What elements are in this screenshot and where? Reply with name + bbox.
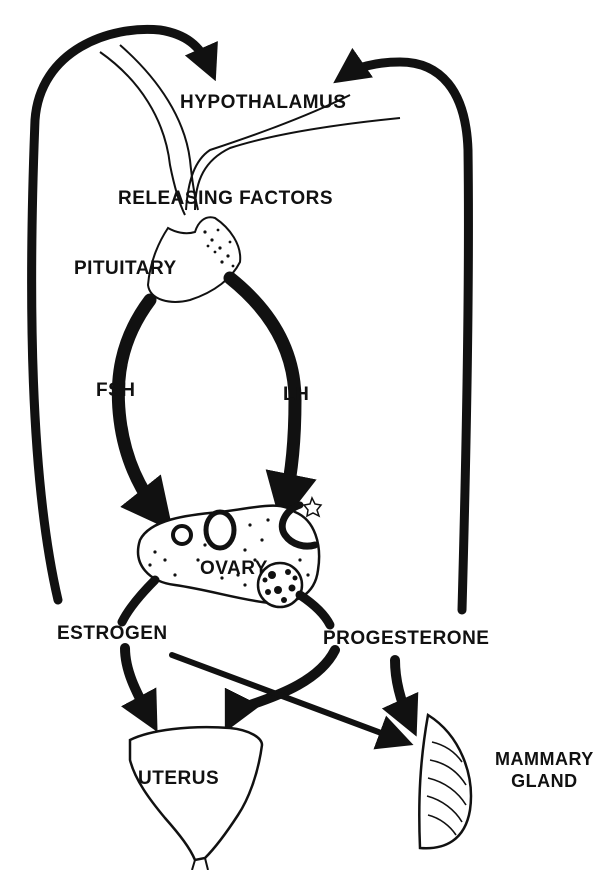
estrogen-feedback-arrow — [32, 29, 210, 600]
estrogen-to-uterus-arrow — [125, 648, 150, 718]
hypothalamus-label: HYPOTHALAMUS — [180, 92, 346, 114]
progesterone-feedback-arrow — [345, 62, 468, 610]
lh-label: LH — [283, 384, 309, 406]
releasing-factors-label: RELEASING FACTORS — [118, 188, 333, 210]
estrogen-label: ESTROGEN — [57, 623, 168, 645]
mammary-gland — [419, 715, 471, 848]
ovary-follicle-large — [206, 512, 234, 548]
ovary-follicle-small — [173, 526, 191, 544]
mammary-gland-label-line-2: GLAND — [495, 770, 594, 792]
fsh-label: FSH — [96, 380, 136, 402]
mammary-gland-label: MAMMARY GLAND — [495, 748, 594, 792]
fsh-arrow — [118, 300, 160, 515]
progesterone-to-mammary-arrow — [395, 660, 410, 722]
progesterone-label: PROGESTERONE — [323, 628, 489, 650]
pituitary-label: PITUITARY — [74, 258, 177, 280]
ovary-to-estrogen-stroke — [122, 580, 155, 622]
mammary-gland-label-line-1: MAMMARY — [495, 748, 594, 770]
ovary-to-progesterone-stroke — [300, 595, 330, 625]
ovary-label: OVARY — [200, 558, 268, 580]
uterus — [130, 727, 262, 870]
ovum — [304, 498, 321, 516]
uterus-label: UTERUS — [138, 768, 219, 790]
